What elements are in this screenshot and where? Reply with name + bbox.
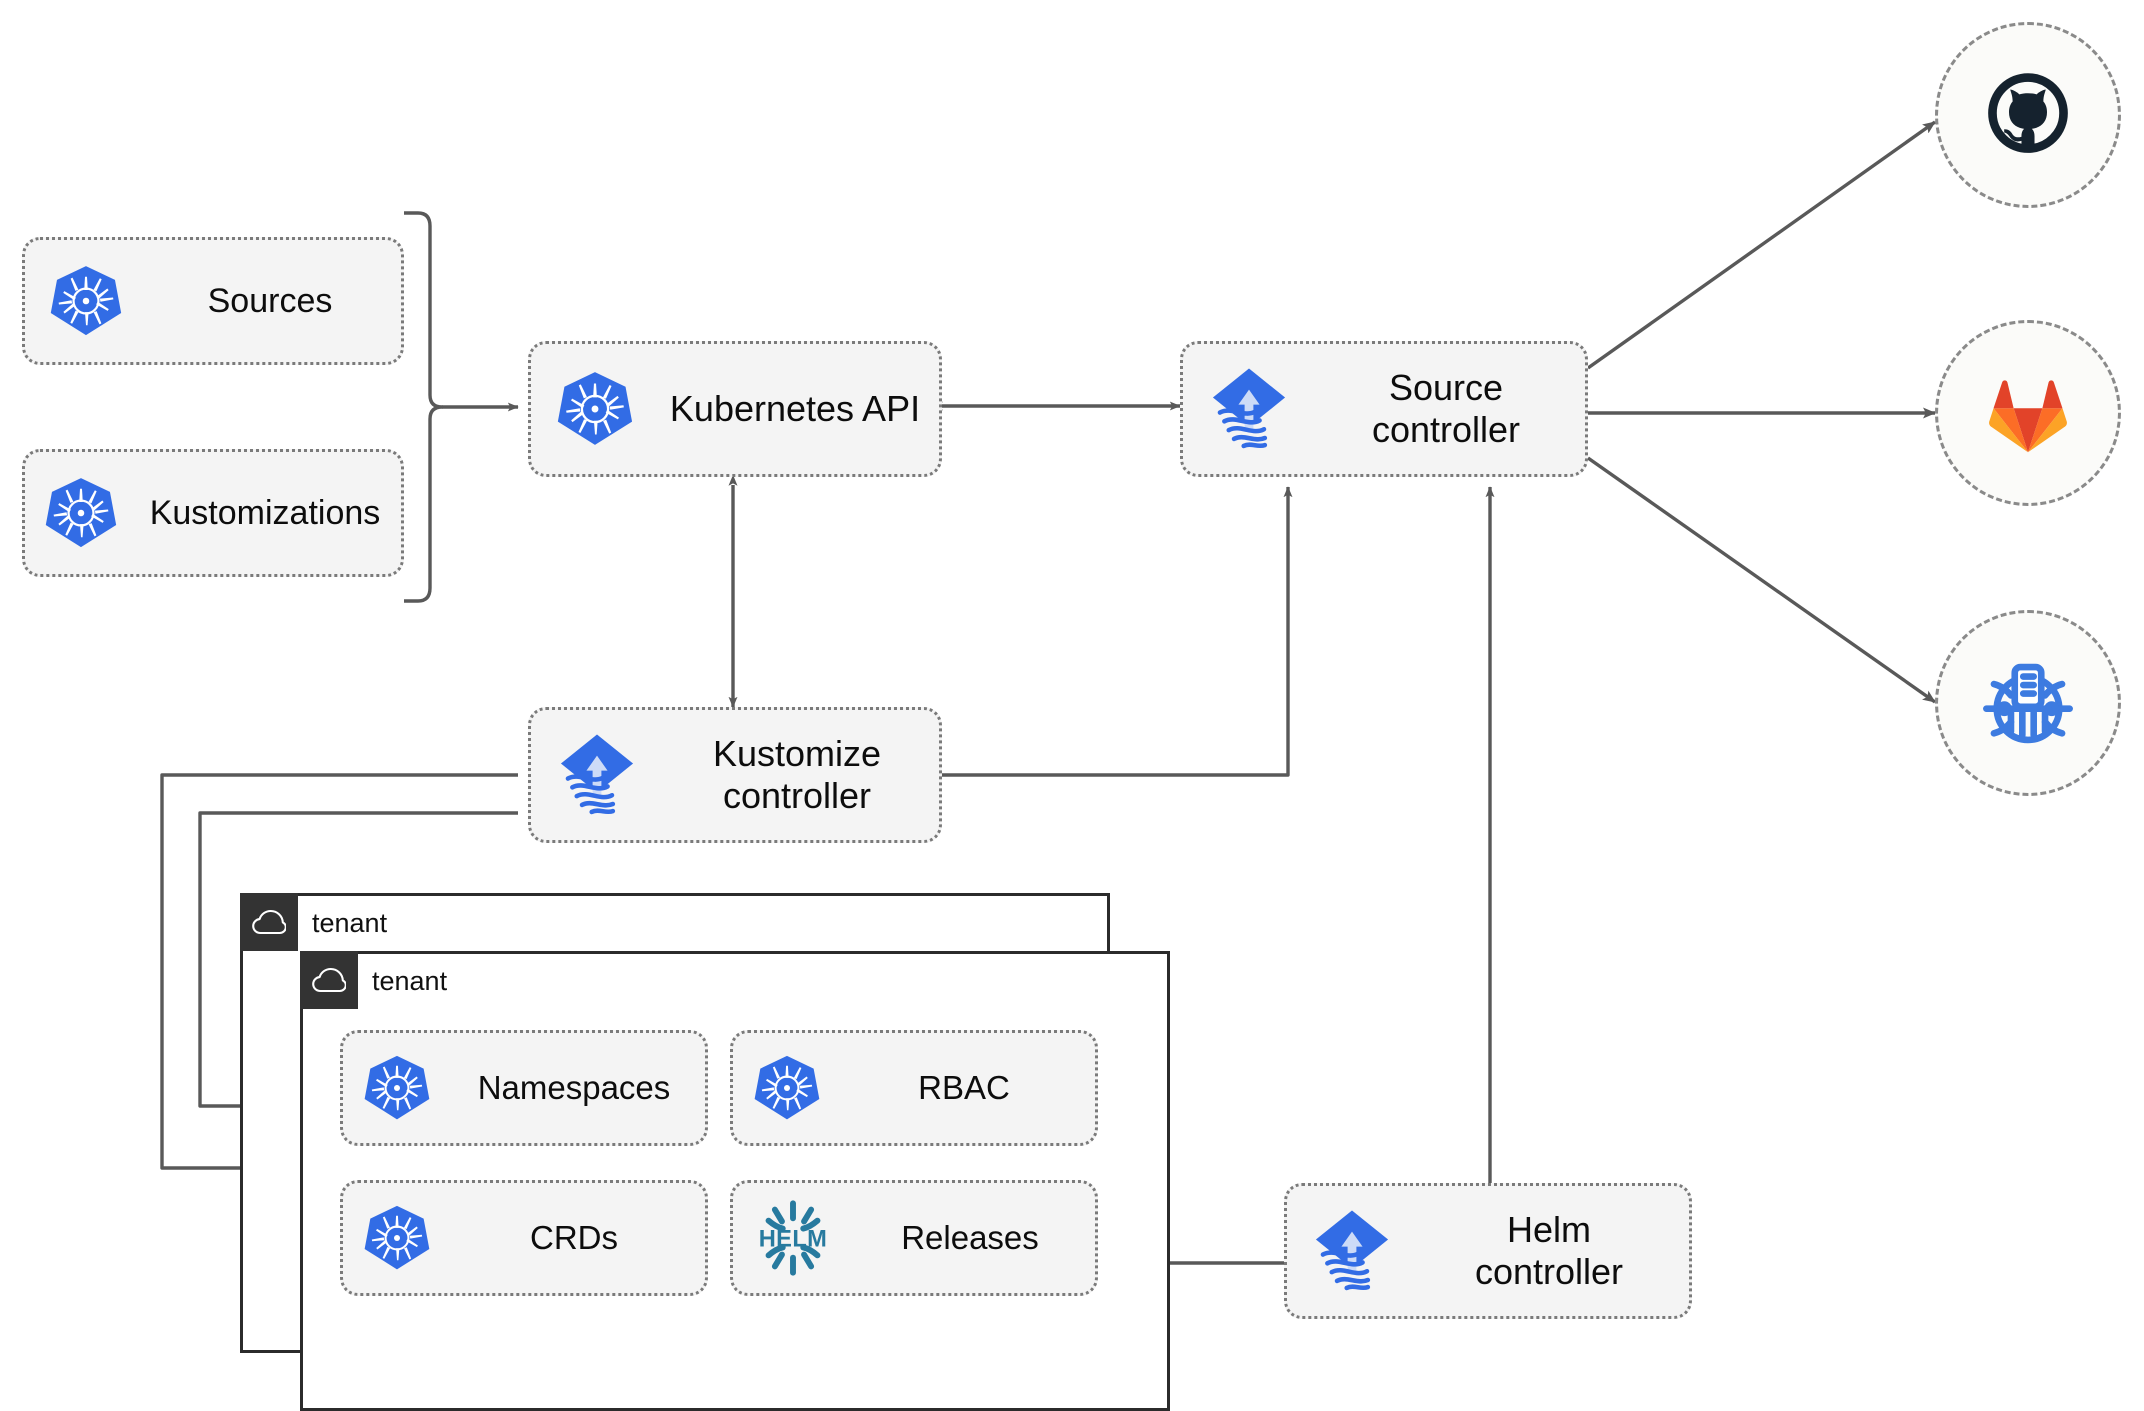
helm-icon: HELM bbox=[733, 1197, 853, 1279]
tenant-resource-label-rbac: RBAC bbox=[918, 1068, 1010, 1106]
edge-source-to-helmcharts bbox=[1587, 456, 1936, 704]
provider-circle-github[interactable] bbox=[1935, 22, 2121, 208]
provider-circle-gitlab[interactable] bbox=[1935, 320, 2121, 506]
controller-label-source: Source controller bbox=[1371, 366, 1521, 450]
flux-icon bbox=[1183, 363, 1315, 455]
kubernetes-icon bbox=[733, 1054, 841, 1122]
tenant-resource-label-releases: Releases bbox=[901, 1218, 1039, 1256]
tenant-label-front: tenant bbox=[372, 966, 448, 996]
tenant-resource-label-crds: CRDs bbox=[530, 1218, 618, 1256]
tenant-tab-back bbox=[240, 893, 298, 951]
tenant-resource-label-namespaces: Namespaces bbox=[477, 1068, 671, 1106]
provider-circle-helm-charts[interactable] bbox=[1935, 610, 2121, 796]
cloud-icon bbox=[252, 909, 286, 935]
resource-label-kustomizations: Kustomizations bbox=[149, 493, 381, 532]
tenant-resource-card-namespaces[interactable]: Namespaces bbox=[340, 1030, 708, 1146]
helm-repository-icon bbox=[1983, 663, 2073, 744]
tenant-tab-front bbox=[300, 951, 358, 1009]
github-icon bbox=[1988, 73, 2068, 153]
edge-kustomize-to-source bbox=[942, 486, 1293, 777]
controller-label-kustomize: Kustomize controller bbox=[712, 732, 882, 816]
resource-label-sources: Sources bbox=[207, 281, 333, 320]
tenant-resource-card-releases[interactable]: HELM Releases bbox=[730, 1180, 1098, 1296]
gitlab-icon bbox=[1989, 380, 2067, 453]
edge-source-to-github bbox=[1587, 120, 1936, 370]
controller-label-kubernetes-api: Kubernetes API bbox=[669, 387, 921, 429]
kubernetes-icon bbox=[343, 1204, 451, 1272]
resource-card-sources[interactable]: Sources bbox=[22, 237, 404, 365]
controller-card-kustomize[interactable]: Kustomize controller bbox=[528, 707, 942, 843]
tenant-resource-card-crds[interactable]: CRDs bbox=[340, 1180, 708, 1296]
controller-card-kubernetes-api[interactable]: Kubernetes API bbox=[528, 341, 942, 477]
flux-icon bbox=[531, 729, 663, 821]
resource-card-kustomizations[interactable]: Kustomizations bbox=[22, 449, 404, 577]
kubernetes-icon bbox=[343, 1054, 451, 1122]
controller-label-helm: Helm controller bbox=[1474, 1208, 1624, 1292]
tenant-label-back: tenant bbox=[312, 908, 388, 938]
kubernetes-icon bbox=[531, 370, 659, 448]
edge-sources-group-brace bbox=[404, 211, 444, 603]
cloud-icon bbox=[312, 967, 346, 993]
flux-icon bbox=[1287, 1205, 1417, 1297]
controller-card-helm[interactable]: Helm controller bbox=[1284, 1183, 1692, 1319]
kubernetes-icon bbox=[25, 264, 147, 338]
svg-text:HELM: HELM bbox=[759, 1227, 828, 1253]
tenant-resource-card-rbac[interactable]: RBAC bbox=[730, 1030, 1098, 1146]
kubernetes-icon bbox=[25, 476, 137, 550]
controller-card-source[interactable]: Source controller bbox=[1180, 341, 1588, 477]
